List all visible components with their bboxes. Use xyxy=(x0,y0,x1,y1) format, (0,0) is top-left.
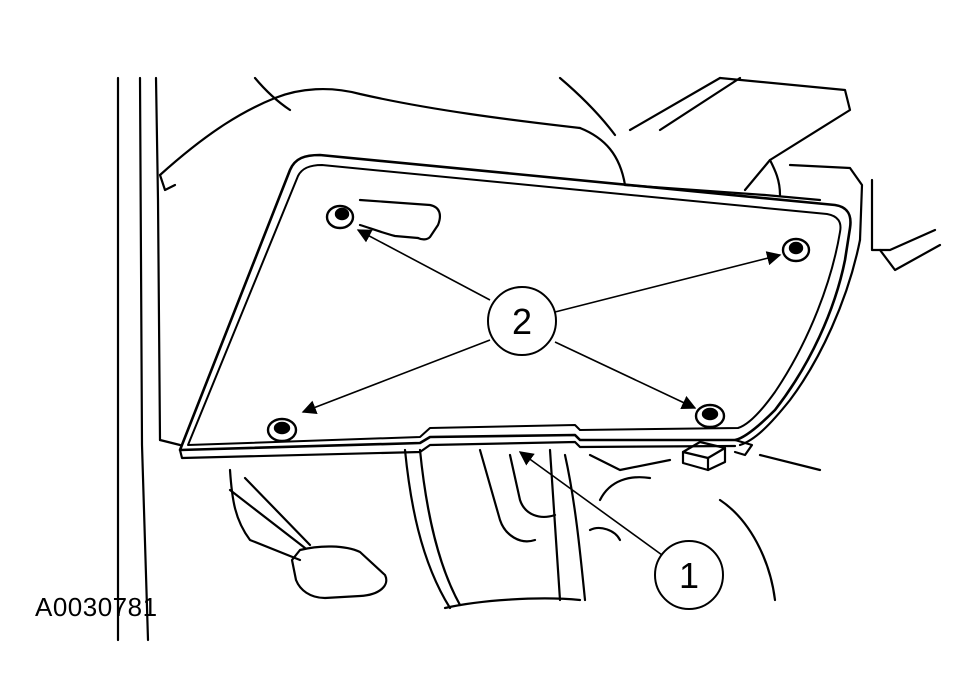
callout-1-leader xyxy=(518,451,663,556)
dash-right-structure xyxy=(623,76,942,447)
left-pillar xyxy=(116,76,182,642)
dash-upper-contour xyxy=(158,76,627,192)
fastener-top-right xyxy=(781,237,811,263)
callout-1: 1 xyxy=(654,540,724,610)
figure-id: A0030781 xyxy=(35,592,158,622)
callout-2-label: 2 xyxy=(512,301,532,342)
clip-bracket xyxy=(681,438,754,472)
under-dash-area xyxy=(228,448,822,610)
glove-box-door-outer xyxy=(178,153,852,452)
door-lower-edge xyxy=(178,440,737,460)
callout-2-leaders xyxy=(301,229,782,415)
latch-handle xyxy=(358,198,441,241)
fastener-bottom-right xyxy=(694,403,726,429)
callout-1-label: 1 xyxy=(679,555,699,596)
fastener-bottom-left xyxy=(266,417,298,443)
callout-2: 2 xyxy=(487,286,557,356)
fastener-top-left xyxy=(325,204,355,230)
glove-box-door-inner xyxy=(187,164,842,446)
